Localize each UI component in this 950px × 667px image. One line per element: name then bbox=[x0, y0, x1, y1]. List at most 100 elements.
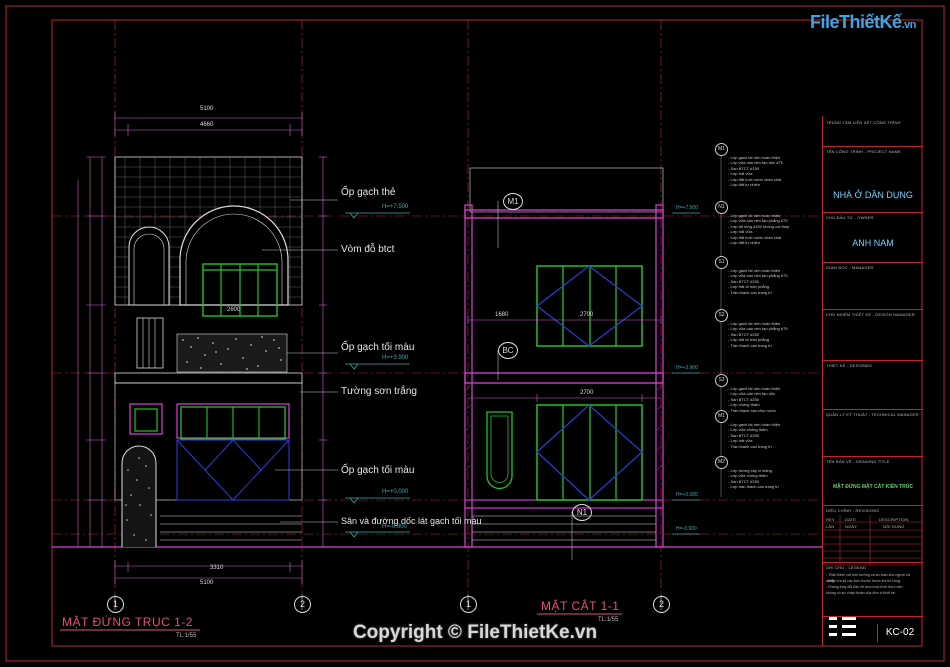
tb-rev-r0: LẦN bbox=[826, 524, 835, 529]
note-tag-3: S2 bbox=[715, 309, 728, 322]
note-item: - Lớp đất tự nhiên bbox=[728, 182, 760, 187]
dim-section-span: 2700 bbox=[580, 390, 594, 396]
elevation-scale: TL:1/55 bbox=[176, 633, 197, 639]
note-item: - Lớp trát vữa bbox=[728, 438, 753, 444]
section-axis-2: 2 bbox=[653, 596, 670, 613]
label-yard: Sân và đường dốc lát gạch tối màu bbox=[341, 516, 482, 526]
tb-drawing: MẶT ĐỨNG MẶT CẮT KIẾN TRÚC bbox=[833, 484, 913, 490]
note-tag-1: N1 bbox=[715, 201, 728, 214]
note-item: - Sàn BTCT #250 bbox=[728, 278, 760, 284]
tb-tech-caption: QUẢN LÝ KỸ THUẬT - TECHNICAL MANAGER bbox=[826, 412, 919, 417]
dim-bottom-total: 5100 bbox=[200, 580, 214, 586]
label-white-paint: Tường sơn trắng bbox=[341, 386, 417, 397]
elevation-axis-2: 2 bbox=[294, 596, 311, 613]
copyright-watermark: Copyright © FileThietKe.vn bbox=[352, 622, 598, 643]
note-item: - Lớp vữa cán nền tạo phẳng #75 bbox=[728, 326, 788, 332]
tb-owner-caption: CHỦ ĐẦU TƯ - OWNER bbox=[826, 215, 874, 220]
note-item: - Lớp vữa cán nền tạo phẳng #75 bbox=[728, 218, 788, 224]
section-caption: MẶT CẮT 1-1 bbox=[541, 599, 620, 613]
note-item: - Lớp gạch lát nền hoàn thiện bbox=[728, 268, 781, 273]
tb-firm-caption: TRUNG TÂM LIÊN KẾT CÔNG TRÌNH bbox=[826, 120, 901, 125]
section-level-2: H=+3.900 bbox=[676, 365, 698, 371]
note-item: - Lớp chống thấm bbox=[728, 402, 760, 408]
note-item: - Lớp trát tô trần phẳng bbox=[728, 284, 770, 290]
tag-m1: M1 bbox=[503, 193, 523, 210]
stone-texture bbox=[182, 336, 282, 370]
elevation-caption: MẶT ĐỨNG TRỤC 1-2 bbox=[62, 615, 193, 629]
logo: FileThiếtKế.vn bbox=[810, 12, 916, 33]
logo-brand: FileThiếtKế bbox=[810, 12, 902, 32]
dim-section-upper: 2700 bbox=[580, 312, 594, 318]
note-item: - Trần thạch cao trang trí bbox=[728, 342, 772, 348]
note-item: - Lớp gạch lát nền hoàn thiện bbox=[728, 213, 781, 218]
note-item: - Lớp vữa cán nền tạo phẳng #75 bbox=[728, 273, 788, 279]
note-item: - Sàn BTCT #150 bbox=[728, 165, 760, 171]
sheet-inner-border bbox=[51, 19, 923, 647]
tb-chief-caption: CHỦ NHIỆM THIẾT KẾ - DESIGN MANAGER bbox=[826, 312, 915, 317]
dim-section-left: 1680 bbox=[495, 312, 509, 318]
section-axis-1: 1 bbox=[460, 596, 477, 613]
note-item: - Trần thạch cao trang trí bbox=[728, 289, 772, 295]
tb-drawing-caption: TÊN BẢN VẼ - DRAWING TITLE bbox=[826, 459, 890, 464]
elevation-axis-1: 1 bbox=[107, 596, 124, 613]
note-item: - Lớp trát vữa bbox=[728, 171, 753, 177]
note-item: - Lớp bê tông #150 không cốt thép bbox=[728, 223, 790, 229]
note-tag-2: S1 bbox=[715, 256, 728, 269]
note-item: - Lớp vữa cán nền tạo dốc #75 bbox=[728, 160, 783, 166]
note-item: - Lớp vữa cán nền tạo dốc bbox=[728, 391, 776, 397]
sheet-number: KC-02 bbox=[877, 624, 922, 642]
sheet-outer-border bbox=[5, 5, 945, 662]
tb-rev-r2: NỘI DUNG bbox=[883, 524, 905, 529]
note-item: - Lớp vữa chống thấm bbox=[728, 427, 768, 433]
dim-low: 3310 bbox=[210, 565, 224, 571]
note-item: - Lớp trần thạch cao trang trí bbox=[728, 484, 779, 490]
tb-owner: ANH NAM bbox=[852, 238, 894, 248]
note-item: - Trần thạch cao trang trí bbox=[728, 443, 772, 449]
note-item: - Lớp gạch lát nền hoàn thiện bbox=[728, 422, 781, 427]
note-item: - Sàn BTCT #250 bbox=[728, 331, 760, 337]
note-item: - Lớp tường xây xi măng bbox=[728, 468, 772, 473]
note-item: - Lớp vữa chống thấm bbox=[728, 473, 768, 479]
note-tag-6: M2 bbox=[715, 456, 728, 469]
label-tile-dark-bottom: Ốp gạch tối màu bbox=[341, 465, 415, 476]
note-item: - Lớp gạch lát nền hoàn thiện bbox=[728, 386, 781, 391]
tb-manager-caption: GIÁM ĐỐC - MANAGER bbox=[826, 265, 874, 270]
tb-note-3: không có sự chấp thuận của đơn vị thiết … bbox=[826, 591, 896, 595]
note-tag-5: M1 bbox=[715, 410, 728, 423]
elevation-drawing bbox=[77, 112, 410, 610]
section-level-3: H=+0.000 bbox=[676, 492, 698, 498]
tb-project-caption: TÊN CÔNG TRÌNH - PROJECT NAME bbox=[826, 149, 901, 154]
title-block: TRUNG TÂM LIÊN KẾT CÔNG TRÌNH TÊN CÔNG T… bbox=[822, 116, 923, 646]
tb-project: NHÀ Ở DÂN DỤNG bbox=[833, 190, 913, 200]
dim-top-sub: 4660 bbox=[200, 122, 214, 128]
note-tag-0: M1 bbox=[715, 143, 728, 156]
tb-note-0: - Thân thiện với môi trường và an toàn c… bbox=[826, 573, 911, 583]
note-item: - Lớp gạch lát nền hoàn thiện bbox=[728, 321, 781, 326]
tb-rev-h1: DATE bbox=[845, 517, 857, 522]
label-tile-facade: Ốp gạch thẻ bbox=[341, 187, 396, 198]
note-item: - Lớp gạch lát nền hoàn thiện bbox=[728, 155, 781, 160]
tag-bc: BC bbox=[498, 342, 518, 359]
dim-top-total: 5100 bbox=[200, 106, 214, 112]
level-2: H=+3.900 bbox=[382, 355, 409, 361]
note-item: - Trần thạch cao chịu nước bbox=[728, 407, 776, 413]
note-item: - Lớp đất lưới nước chân chải bbox=[728, 176, 782, 182]
tb-note-2: - Không thay đổi bản vẽ dưới mọi hình th… bbox=[826, 585, 903, 589]
note-item: - Lớp đất lưới nước chân chải bbox=[728, 234, 782, 240]
tb-revision-caption: HIỆU CHỈNH - REVISIONS bbox=[826, 508, 880, 513]
note-item: - Lớp đất tự nhiên bbox=[728, 240, 760, 245]
tb-design-caption: THIẾT KẾ - DESIGNED bbox=[826, 363, 873, 368]
section-scale: TL:1/55 bbox=[598, 617, 619, 623]
level-4: H=-0.900 bbox=[382, 524, 407, 530]
note-item: - Sàn BTCT #250 bbox=[728, 396, 760, 402]
section-level-4: H=-0.900 bbox=[676, 526, 697, 532]
tb-rev-h2: DESCRIPTION bbox=[879, 517, 909, 522]
label-tile-dark-top: Ốp gạch tối màu bbox=[341, 342, 415, 353]
tb-legend-caption: GHI CHÚ - LEGEND bbox=[826, 565, 867, 570]
level-3: H=+0.000 bbox=[382, 489, 409, 495]
logo-domain: .vn bbox=[901, 19, 917, 31]
tag-n1: N1 bbox=[572, 504, 592, 521]
title-block-revision-grid bbox=[822, 515, 922, 636]
note-item: - Sàn BTCT #250 bbox=[728, 478, 760, 484]
